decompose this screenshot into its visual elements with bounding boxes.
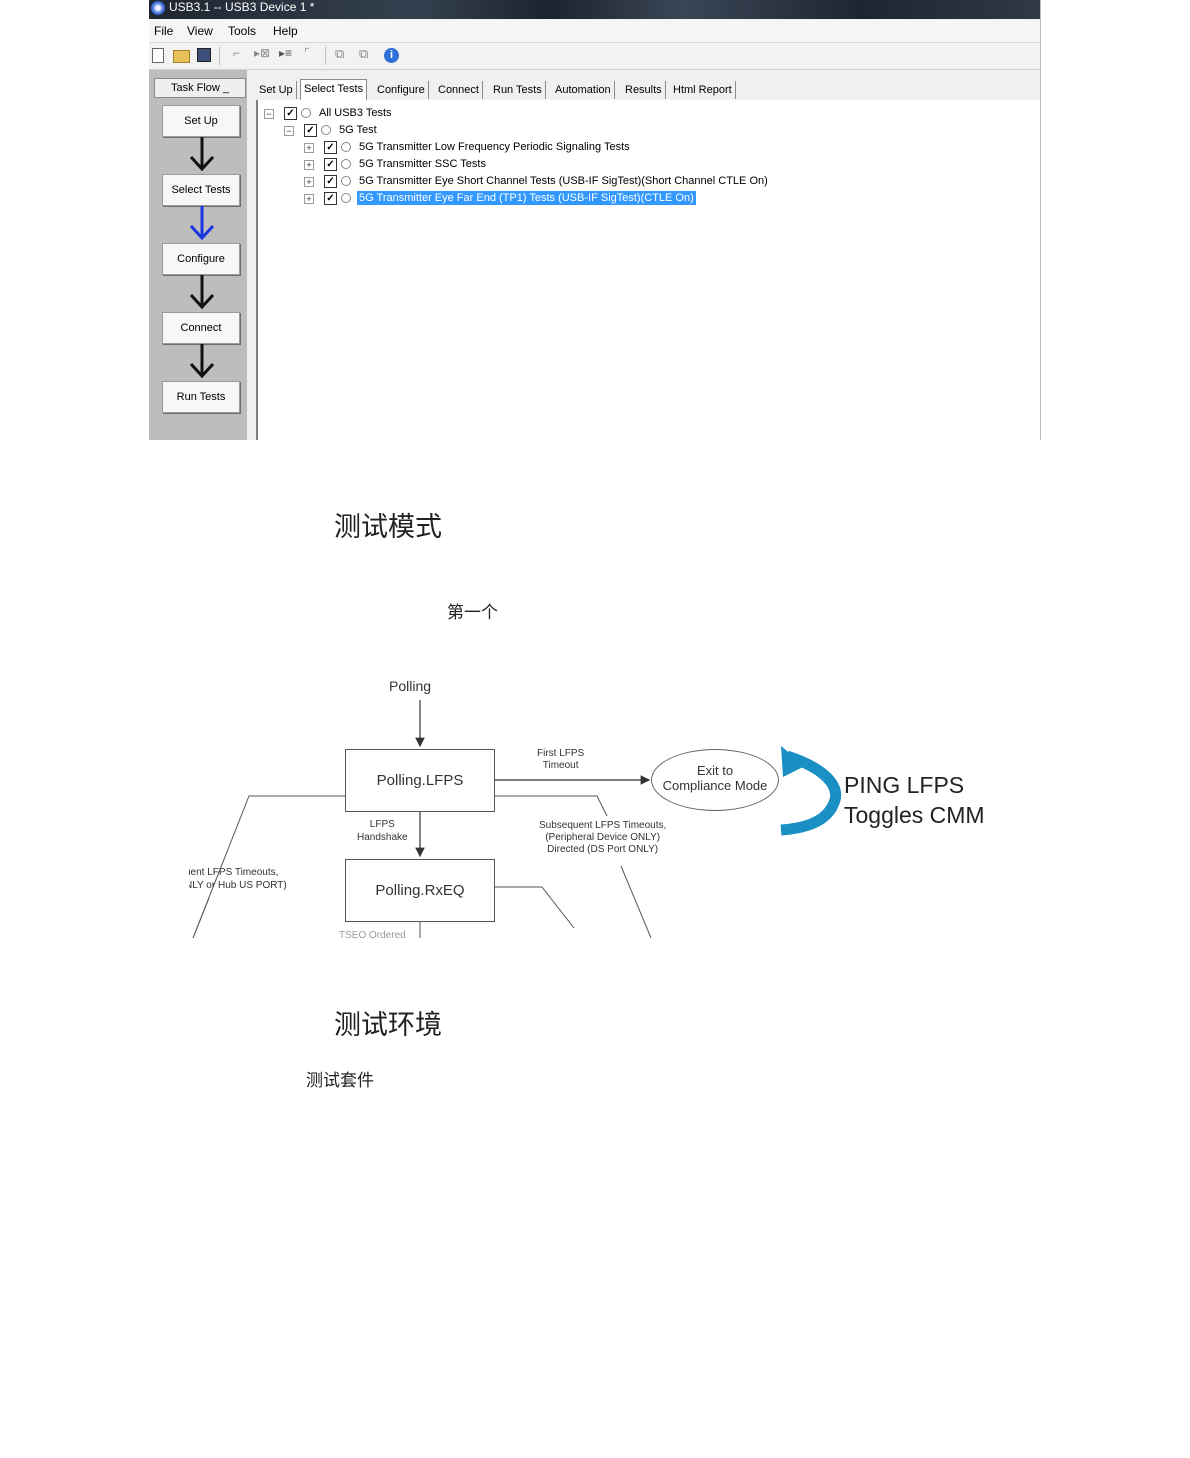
- save-icon[interactable]: [197, 48, 211, 62]
- polling-state-diagram: Polling Polling.LFPS First LFPS Timeout …: [189, 660, 1019, 938]
- app-gear-icon: [151, 1, 165, 15]
- menu-view[interactable]: View: [187, 24, 213, 38]
- state-oval-exit-compliance: Exit to Compliance Mode: [651, 749, 779, 811]
- menu-file[interactable]: File: [154, 24, 174, 38]
- menu-help[interactable]: Help: [273, 24, 298, 38]
- tree-item-label: All USB3 Tests: [319, 107, 392, 119]
- copy-icon[interactable]: ⧉: [335, 46, 345, 61]
- transition-label-lfps-handshake: LFPS Handshake: [357, 819, 408, 843]
- diagram-lines: [192, 700, 842, 938]
- toolbar-divider: [219, 46, 220, 65]
- tree-item-all-usb3-tests[interactable]: − ✓ All USB3 Tests: [264, 106, 664, 122]
- toolbar-divider: [325, 46, 326, 65]
- tree-item-label: 5G Test: [339, 124, 377, 136]
- paragraph-first: 第一个: [447, 603, 498, 623]
- taskflow-select-tests-button[interactable]: Select Tests: [162, 174, 240, 206]
- toolbar: ⌐ ▸⊠ ▸≡ ⌜ ⧉ ⧉ i: [149, 43, 1040, 70]
- tree-item-ssc-tests[interactable]: + ✓ 5G Transmitter SSC Tests: [304, 157, 1004, 173]
- checkbox-checked-icon[interactable]: ✓: [324, 175, 337, 188]
- transition-label-subsequent-timeouts: Subsequent LFPS Timeouts, (Peripheral De…: [539, 820, 667, 855]
- tab-results[interactable]: Results: [622, 81, 666, 99]
- down-arrow-icon: [189, 344, 215, 378]
- state-label-polling: Polling: [389, 678, 432, 694]
- down-arrow-icon: [189, 275, 215, 309]
- transition-label-left-partial: uent LFPS Timeouts, NLY or Hub US PORT): [189, 867, 287, 891]
- tree-item-lfps-tests[interactable]: + ✓ 5G Transmitter Low Frequency Periodi…: [304, 140, 1004, 156]
- paragraph-test-kit: 测试套件: [306, 1071, 374, 1091]
- tree-item-5g-test[interactable]: − ✓ 5G Test: [284, 123, 684, 139]
- status-radio-icon: [341, 142, 351, 152]
- collapse-icon[interactable]: −: [284, 126, 294, 136]
- menu-tools[interactable]: Tools: [228, 24, 257, 38]
- state-box-polling-lfps: Polling.LFPS: [345, 749, 495, 812]
- taskflow-setup-button[interactable]: Set Up: [162, 105, 240, 137]
- down-arrow-icon-active: [189, 206, 215, 240]
- run-selected-icon[interactable]: ⌐: [233, 46, 241, 60]
- tree-item-label: 5G Transmitter Low Frequency Periodic Si…: [359, 141, 630, 153]
- checkbox-checked-icon[interactable]: ✓: [324, 192, 337, 205]
- section-heading-test-environment: 测试环境: [334, 1010, 442, 1041]
- tree-item-label: 5G Transmitter Eye Short Channel Tests (…: [359, 175, 768, 187]
- section-heading-test-mode: 测试模式: [334, 512, 442, 543]
- expand-icon[interactable]: +: [304, 194, 314, 204]
- tree-item-eye-short-channel[interactable]: + ✓ 5G Transmitter Eye Short Channel Tes…: [304, 174, 1024, 190]
- checkbox-checked-icon[interactable]: ✓: [324, 158, 337, 171]
- status-radio-icon: [341, 193, 351, 203]
- open-folder-icon[interactable]: [173, 50, 190, 63]
- collapse-icon[interactable]: −: [264, 109, 274, 119]
- down-arrow-icon: [189, 137, 215, 171]
- taskflow-configure-button[interactable]: Configure: [162, 243, 240, 275]
- tab-automation[interactable]: Automation: [552, 81, 615, 99]
- tab-html-report[interactable]: Html Report: [670, 81, 736, 99]
- run-checked-icon[interactable]: ▸⊠: [254, 46, 271, 60]
- state-box-polling-rxeq: Polling.RxEQ: [345, 859, 495, 922]
- title-bar: USB3.1 -- USB3 Device 1 *: [149, 0, 1040, 19]
- status-radio-icon: [341, 159, 351, 169]
- expand-icon[interactable]: +: [304, 160, 314, 170]
- status-radio-icon: [321, 125, 331, 135]
- stop-icon[interactable]: ⌜: [304, 46, 310, 60]
- tab-run-tests[interactable]: Run Tests: [490, 81, 546, 99]
- tree-item-label: 5G Transmitter SSC Tests: [359, 158, 486, 170]
- status-radio-icon: [301, 108, 311, 118]
- tab-connect[interactable]: Connect: [435, 81, 483, 99]
- menu-bar: File View Tools Help: [149, 20, 1040, 43]
- tab-select-tests[interactable]: Select Tests: [300, 79, 368, 101]
- task-flow-header[interactable]: Task Flow _: [154, 78, 246, 98]
- tab-configure[interactable]: Configure: [374, 81, 429, 99]
- taskflow-connect-button[interactable]: Connect: [162, 312, 240, 344]
- task-flow-panel: Task Flow _ Set Up Select Tests Configur…: [149, 70, 247, 440]
- ping-lfps-callout: PING LFPS Toggles CMM: [844, 772, 985, 828]
- taskflow-run-tests-button[interactable]: Run Tests: [162, 381, 240, 413]
- tab-set-up[interactable]: Set Up: [256, 81, 297, 99]
- new-file-icon[interactable]: [152, 48, 164, 63]
- expand-icon[interactable]: +: [304, 177, 314, 187]
- checkbox-checked-icon[interactable]: ✓: [324, 141, 337, 154]
- paste-icon[interactable]: ⧉: [359, 46, 369, 61]
- info-icon[interactable]: i: [384, 48, 399, 63]
- status-radio-icon: [341, 176, 351, 186]
- tab-strip: Set Up Select Tests Configure Connect Ru…: [256, 78, 1040, 101]
- tree-item-label-selected: 5G Transmitter Eye Far End (TP1) Tests (…: [357, 191, 696, 205]
- test-tree: − ✓ All USB3 Tests − ✓ 5G Test + ✓ 5G Tr…: [256, 100, 1040, 440]
- checkbox-checked-icon[interactable]: ✓: [304, 124, 317, 137]
- transition-label-tseq-partial: TSEQ Ordered: [339, 930, 406, 938]
- app-screenshot: USB3.1 -- USB3 Device 1 * File View Tool…: [149, 0, 1041, 440]
- tree-item-eye-far-end[interactable]: + ✓ 5G Transmitter Eye Far End (TP1) Tes…: [304, 191, 1024, 207]
- window-title: USB3.1 -- USB3 Device 1 *: [169, 0, 315, 14]
- run-list-icon[interactable]: ▸≡: [279, 46, 293, 60]
- transition-label-first-timeout: First LFPS Timeout: [537, 748, 585, 771]
- expand-icon[interactable]: +: [304, 143, 314, 153]
- checkbox-checked-icon[interactable]: ✓: [284, 107, 297, 120]
